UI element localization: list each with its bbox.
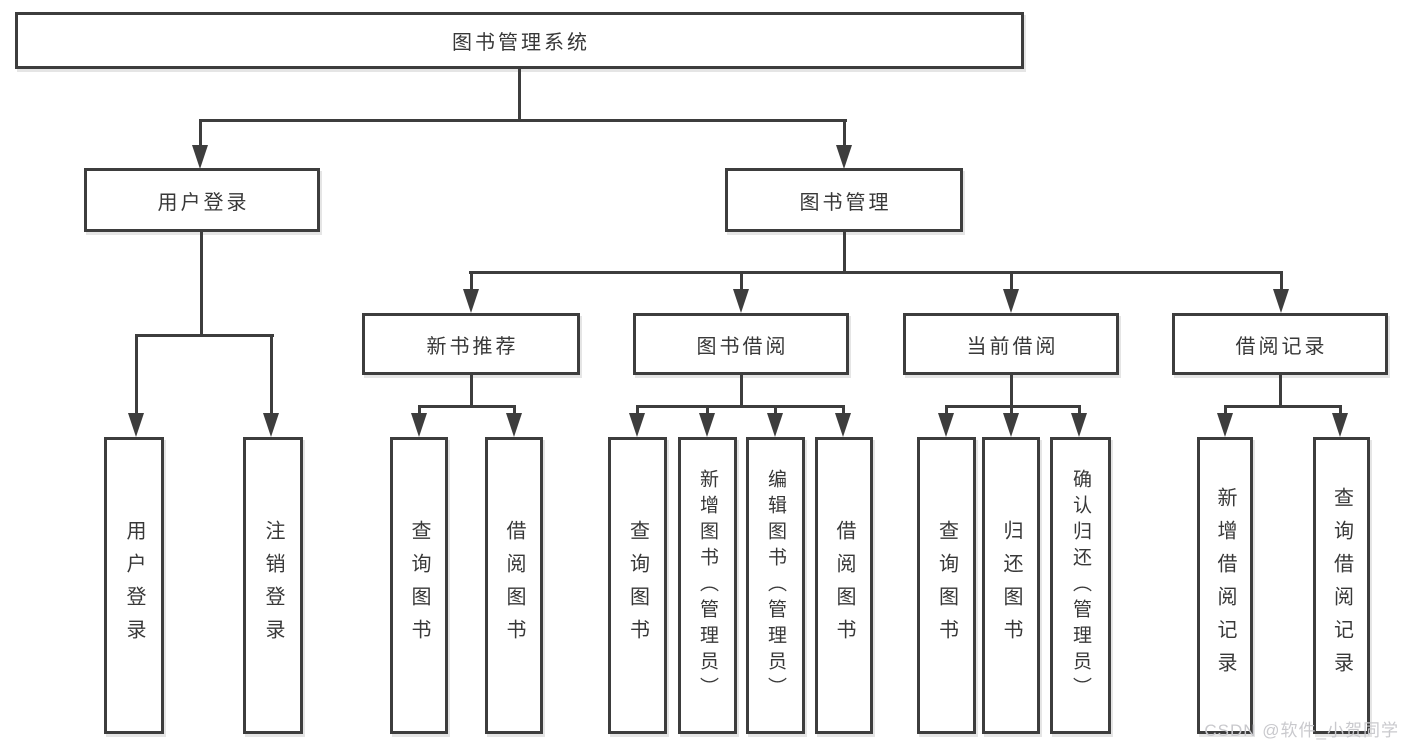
arrow-down-icon bbox=[629, 413, 645, 437]
connector-level2-rail bbox=[199, 119, 847, 122]
arrow-down-icon bbox=[1332, 413, 1348, 437]
connector-leaf-drop bbox=[1010, 405, 1013, 416]
arrow-down-icon bbox=[463, 289, 479, 313]
connector-module-drop bbox=[1010, 271, 1013, 295]
connector-level3-rail bbox=[469, 271, 1282, 274]
connector-module-drop bbox=[470, 271, 473, 295]
node-new-book-recommend: 新书推荐 bbox=[362, 313, 580, 375]
csdn-watermark: CSDN @软件_小贺同学 bbox=[1204, 721, 1399, 740]
connector-book-borrow-stem bbox=[740, 375, 743, 407]
connector-module-drop bbox=[740, 271, 743, 295]
leaf-recommend-query-books-label: 查询图书 bbox=[408, 519, 430, 652]
arrow-down-icon bbox=[767, 413, 783, 437]
node-borrow-records-label: 借阅记录 bbox=[1235, 335, 1328, 358]
node-root: 图书管理系统 bbox=[15, 12, 1024, 69]
leaf-return-books-label: 归还图书 bbox=[1000, 519, 1022, 652]
leaf-add-books-admin-label: 新增图书（管理员） bbox=[697, 468, 718, 703]
leaf-query-borrow-record: 查询借阅记录 bbox=[1313, 437, 1370, 734]
leaf-borrow-books-label: 借阅图书 bbox=[833, 519, 855, 652]
connector-leaf-drop bbox=[135, 334, 138, 416]
connector-leaf-drop bbox=[945, 405, 948, 416]
node-root-label: 图书管理系统 bbox=[452, 32, 590, 54]
arrow-down-icon bbox=[836, 145, 852, 169]
connector-leaf-drop bbox=[270, 334, 273, 416]
leaf-logout-label: 注销登录 bbox=[262, 519, 284, 652]
arrow-down-icon bbox=[192, 145, 208, 169]
connector-current-borrow-stem bbox=[1010, 375, 1013, 407]
arrow-down-icon bbox=[411, 413, 427, 437]
leaf-recommend-borrow-books-label: 借阅图书 bbox=[503, 519, 525, 652]
node-user-login-label: 用户登录 bbox=[157, 191, 250, 214]
leaf-query-borrow-record-label: 查询借阅记录 bbox=[1330, 486, 1353, 685]
connector-user-login-drop bbox=[199, 119, 202, 151]
connector-book-management-stem bbox=[843, 232, 846, 273]
node-new-book-recommend-label: 新书推荐 bbox=[426, 335, 519, 358]
connector-leaf-drop bbox=[1224, 405, 1227, 416]
connector-root-stem bbox=[518, 68, 521, 121]
arrow-down-icon bbox=[1217, 413, 1233, 437]
arrow-down-icon bbox=[1273, 289, 1289, 313]
node-book-management: 图书管理 bbox=[725, 168, 963, 232]
connector-module-drop bbox=[1280, 271, 1283, 295]
leaf-add-books-admin: 新增图书（管理员） bbox=[678, 437, 737, 734]
node-borrow-records: 借阅记录 bbox=[1172, 313, 1388, 375]
leaf-return-books: 归还图书 bbox=[982, 437, 1040, 734]
leaf-borrow-books: 借阅图书 bbox=[815, 437, 873, 734]
connector-leaf-drop bbox=[1078, 405, 1081, 416]
connector-leaf-drop bbox=[513, 405, 516, 416]
leaf-edit-books-admin-label: 编辑图书（管理员） bbox=[765, 468, 786, 703]
connector-book-management-drop bbox=[843, 119, 846, 151]
leaf-current-query-books-label: 查询图书 bbox=[935, 519, 958, 652]
arrow-down-icon bbox=[938, 413, 954, 437]
leaf-borrow-query-books: 查询图书 bbox=[608, 437, 667, 734]
arrow-down-icon bbox=[1071, 413, 1087, 437]
leaf-add-borrow-record: 新增借阅记录 bbox=[1197, 437, 1253, 734]
leaf-edit-books-admin: 编辑图书（管理员） bbox=[746, 437, 805, 734]
node-current-borrow: 当前借阅 bbox=[903, 313, 1119, 375]
connector-leaf-drop bbox=[706, 405, 709, 416]
connector-leaf-drop bbox=[842, 405, 845, 416]
arrow-down-icon bbox=[128, 413, 144, 437]
node-book-management-label: 图书管理 bbox=[799, 191, 892, 214]
connector-current-borrow-rail bbox=[945, 405, 1081, 408]
node-current-borrow-label: 当前借阅 bbox=[966, 335, 1059, 358]
leaf-add-borrow-record-label: 新增借阅记录 bbox=[1214, 486, 1236, 685]
connector-leaf-drop bbox=[636, 405, 639, 416]
arrow-down-icon bbox=[506, 413, 522, 437]
node-user-login: 用户登录 bbox=[84, 168, 320, 232]
node-book-borrow: 图书借阅 bbox=[633, 313, 849, 375]
connector-borrow-records-rail bbox=[1224, 405, 1342, 408]
node-book-borrow-label: 图书借阅 bbox=[696, 335, 789, 358]
connector-borrow-records-stem bbox=[1279, 375, 1282, 407]
arrow-down-icon bbox=[1003, 413, 1019, 437]
arrow-down-icon bbox=[263, 413, 279, 437]
leaf-recommend-borrow-books: 借阅图书 bbox=[485, 437, 543, 734]
connector-user-login-rail bbox=[135, 334, 274, 337]
leaf-recommend-query-books: 查询图书 bbox=[390, 437, 448, 734]
connector-new-book-recommend-stem bbox=[470, 375, 473, 407]
leaf-logout: 注销登录 bbox=[243, 437, 303, 734]
connector-new-book-recommend-rail bbox=[418, 405, 516, 408]
leaf-user-login-label: 用户登录 bbox=[123, 519, 145, 652]
connector-leaf-drop bbox=[774, 405, 777, 416]
connector-book-borrow-rail bbox=[636, 405, 845, 408]
connector-leaf-drop bbox=[418, 405, 421, 416]
arrow-down-icon bbox=[733, 289, 749, 313]
leaf-current-query-books: 查询图书 bbox=[917, 437, 976, 734]
leaf-confirm-return-admin: 确认归还（管理员） bbox=[1050, 437, 1111, 734]
connector-leaf-drop bbox=[1339, 405, 1342, 416]
leaf-borrow-query-books-label: 查询图书 bbox=[626, 519, 649, 652]
arrow-down-icon bbox=[1003, 289, 1019, 313]
leaf-confirm-return-admin-label: 确认归还（管理员） bbox=[1070, 468, 1091, 703]
leaf-user-login: 用户登录 bbox=[104, 437, 164, 734]
connector-user-login-stem bbox=[200, 232, 203, 336]
arrow-down-icon bbox=[835, 413, 851, 437]
arrow-down-icon bbox=[699, 413, 715, 437]
